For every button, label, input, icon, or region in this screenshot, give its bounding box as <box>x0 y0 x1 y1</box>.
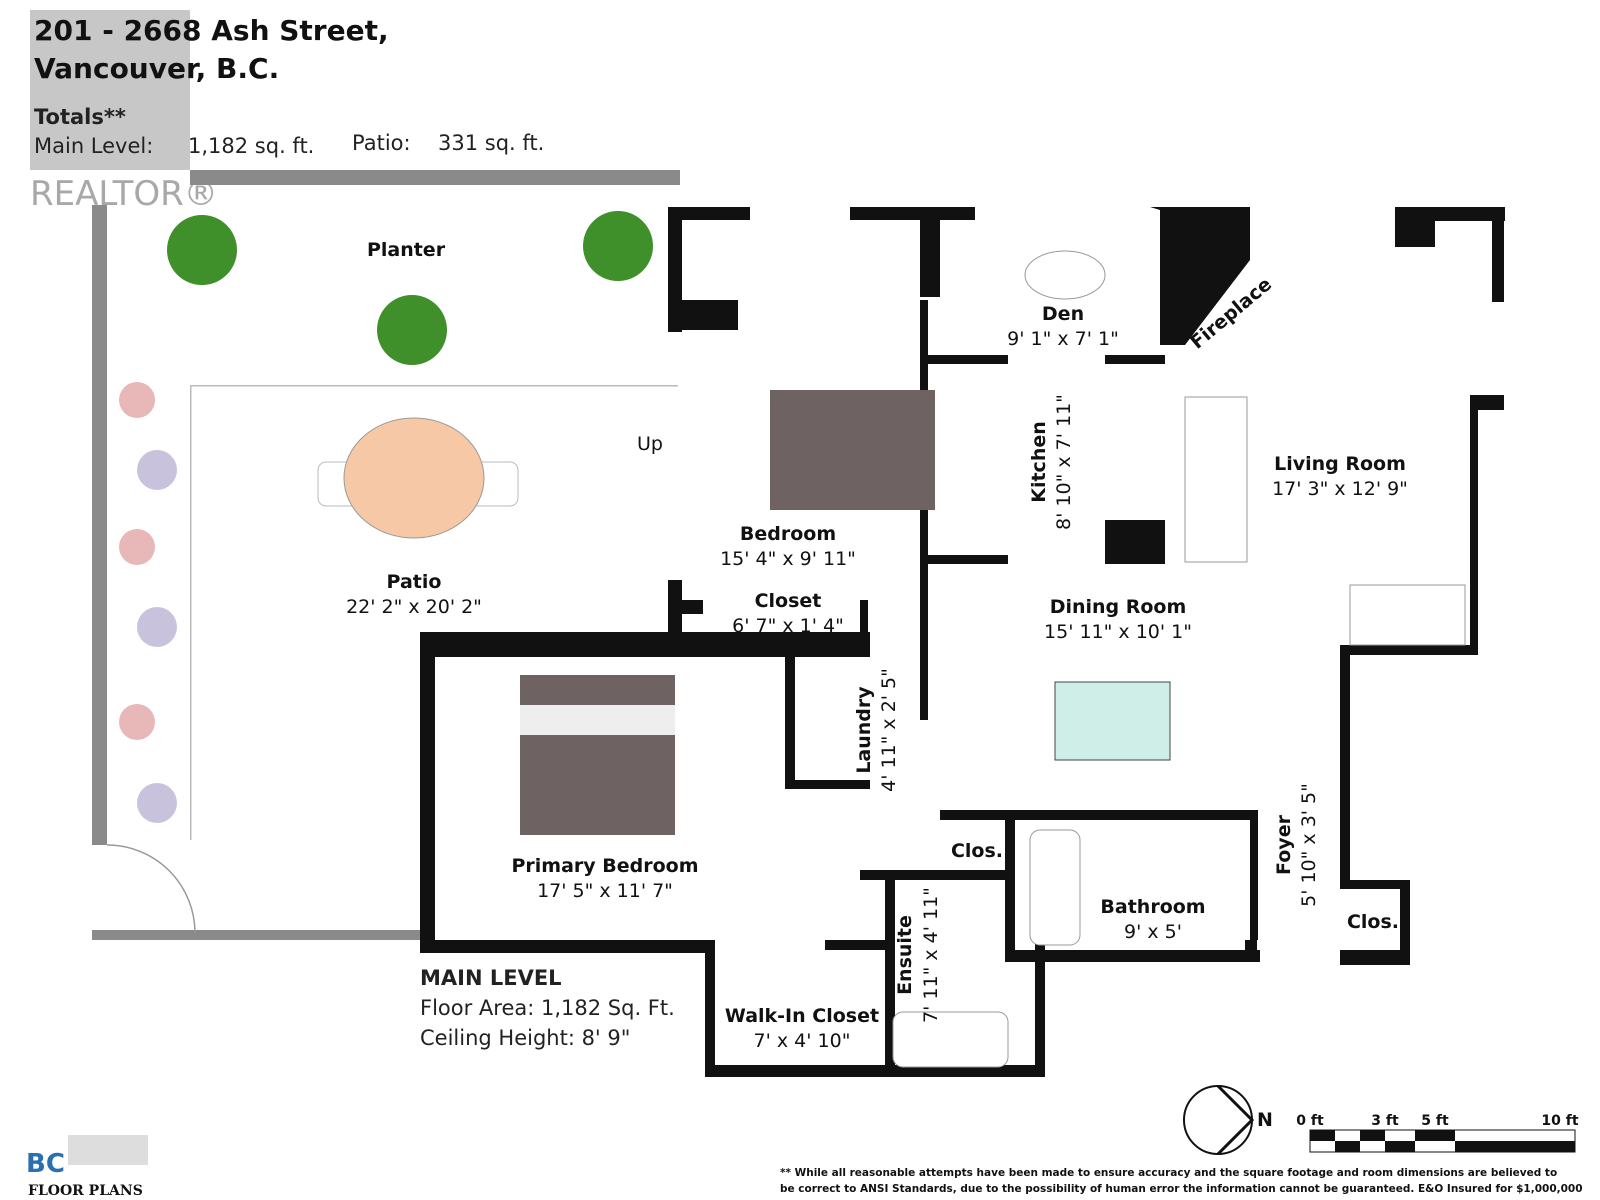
scale-tick-5: 5 ft <box>1421 1113 1449 1129</box>
scale-tick-3: 3 ft <box>1371 1113 1399 1129</box>
planter-label: Planter <box>367 239 446 261</box>
dining-room-dims: 15' 11" x 10' 1" <box>1044 621 1192 643</box>
scale-tick-0: 0 ft <box>1296 1113 1324 1129</box>
ensuite-dims: 7' 11" x 4' 11" <box>920 887 942 1023</box>
closet-small-label: Clos. <box>951 840 1003 862</box>
walk-in-closet-label: Walk-In Closet <box>725 1005 879 1027</box>
walls <box>420 207 1505 1077</box>
flower-icon <box>119 704 155 740</box>
primary-bedroom-label: Primary Bedroom <box>511 855 698 877</box>
patio-table <box>317 417 519 539</box>
kitchen-label: Kitchen <box>1028 421 1050 503</box>
dining-table-icon <box>1054 681 1171 761</box>
bathroom-label: Bathroom <box>1100 896 1205 918</box>
address-line-2: Vancouver, B.C. <box>34 52 279 85</box>
primary-bedroom-dims: 17' 5" x 11' 7" <box>537 880 673 902</box>
totals-label: Totals** <box>34 105 126 129</box>
floor-area: Floor Area: 1,182 Sq. Ft. <box>420 996 675 1020</box>
compass-icon <box>1183 1084 1255 1156</box>
sofa-icon <box>1184 396 1248 563</box>
bathroom-dims: 9' x 5' <box>1124 921 1182 943</box>
den-dims: 9' 1" x 7' 1" <box>1007 328 1119 350</box>
bathtub-icon <box>892 1011 1009 1068</box>
walk-in-closet-dims: 7' x 4' 10" <box>754 1030 851 1052</box>
sofa-icon <box>1349 584 1466 646</box>
flower-icon <box>119 382 155 418</box>
svg-text:BC: BC <box>26 1149 65 1179</box>
stairs-up-label: Up <box>637 433 663 455</box>
planter-plants <box>119 211 653 823</box>
plant-icon <box>377 295 447 365</box>
scale-tick-10: 10 ft <box>1541 1113 1578 1129</box>
laundry-label: Laundry <box>853 686 875 774</box>
laundry-dims: 4' 11" x 2' 5" <box>878 668 900 792</box>
ceiling-height: Ceiling Height: 8' 9" <box>420 1026 630 1050</box>
foyer-label: Foyer <box>1273 814 1295 875</box>
address-line-1: 201 - 2668 Ash Street, <box>34 14 389 47</box>
dining-room-label: Dining Room <box>1050 596 1187 618</box>
den-label: Den <box>1042 303 1084 325</box>
bedroom-dims: 15' 4" x 9' 11" <box>720 548 856 570</box>
plant-icon <box>167 215 237 285</box>
closet-label: Closet <box>755 590 822 612</box>
flower-icon <box>137 607 177 647</box>
bathtub-icon <box>1029 829 1081 946</box>
level-title: MAIN LEVEL <box>420 966 562 990</box>
main-level-value: 1,182 sq. ft. <box>188 134 314 158</box>
foyer-dims: 5' 10" x 3' 5" <box>1298 783 1320 907</box>
kitchen-dims: 8' 10" x 7' 11" <box>1053 394 1075 530</box>
svg-text:FLOOR PLANS: FLOOR PLANS <box>28 1183 143 1199</box>
disclaimer-line-1: ** While all reasonable attempts have be… <box>780 1167 1557 1179</box>
plant-icon <box>583 211 653 281</box>
flower-icon <box>119 529 155 565</box>
bed-icon <box>520 675 675 835</box>
bedroom-label: Bedroom <box>740 523 836 545</box>
compass-north-label: N <box>1257 1109 1273 1131</box>
patio-dims: 22' 2" x 20' 2" <box>346 596 482 618</box>
scale-bar <box>1309 1129 1576 1153</box>
bc-floor-plans-logo: BC FLOOR PLANS <box>26 1135 148 1199</box>
patio-value: 331 sq. ft. <box>438 131 544 155</box>
living-room-dims: 17' 3" x 12' 9" <box>1272 478 1408 500</box>
furniture <box>520 250 1466 1068</box>
realtor-watermark-text: REALTOR® <box>30 174 218 214</box>
patio-label: Patio <box>387 571 442 593</box>
disclaimer-line-2: be correct to ANSI Standards, due to the… <box>780 1183 1583 1195</box>
bed-icon <box>770 390 935 510</box>
main-level-label: Main Level: <box>34 134 153 158</box>
foyer-closet-label: Clos. <box>1347 911 1399 933</box>
living-room-label: Living Room <box>1274 453 1406 475</box>
patio-label: Patio: <box>352 131 411 155</box>
realtor-watermark <box>30 10 190 170</box>
ensuite-label: Ensuite <box>894 915 916 995</box>
flower-icon <box>137 783 177 823</box>
patio-walls <box>92 170 680 940</box>
closet-dims: 6' 7" x 1' 4" <box>732 615 844 637</box>
flower-icon <box>137 450 177 490</box>
den-table-icon <box>1024 250 1106 300</box>
